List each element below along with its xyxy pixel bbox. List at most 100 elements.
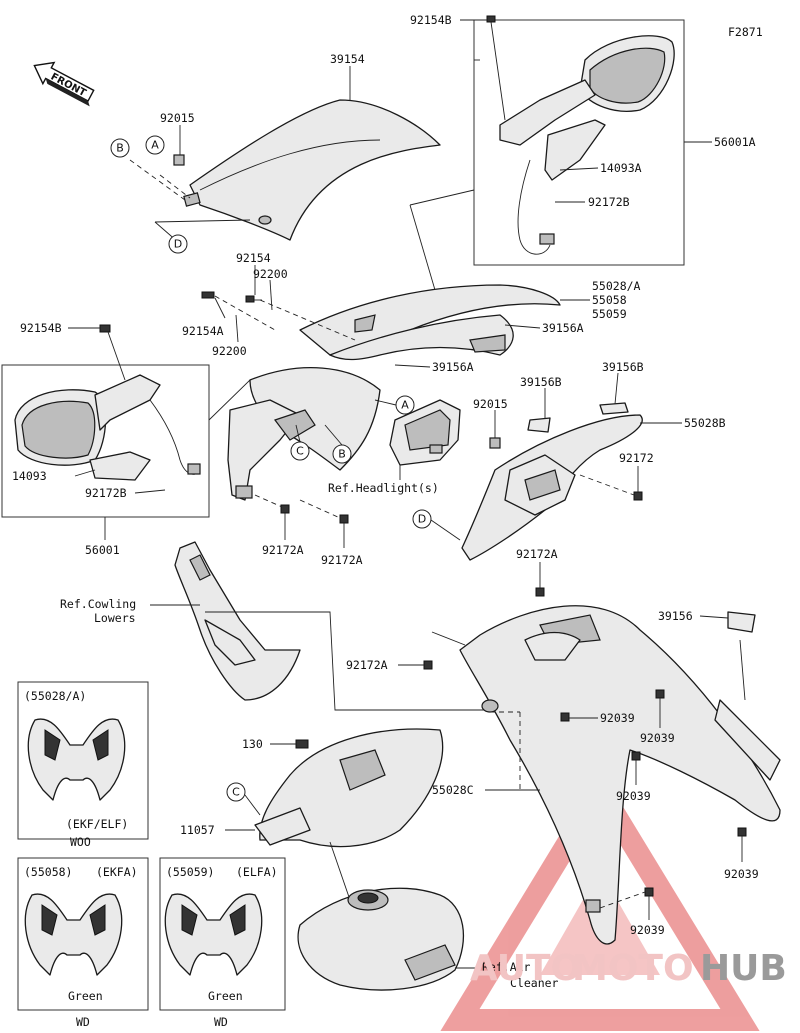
callout-39156: 39156 (658, 609, 693, 623)
tape-39156b-b (599, 402, 629, 415)
callout-56001: 56001 (85, 543, 120, 557)
variant-bl-color: Green (68, 989, 103, 1003)
callout-92039-e: 92039 (630, 923, 665, 937)
variant-bl-below: WD (76, 1015, 90, 1029)
variant-top-color: WOO (70, 835, 91, 849)
callout-55028c: 55028C (432, 783, 474, 797)
bolt-92172a-a (280, 504, 290, 514)
callout-56001a: 56001A (714, 135, 756, 149)
svg-text:B: B (338, 448, 346, 461)
watermark-part2: MOTO (572, 948, 694, 989)
callout-92039-d: 92039 (724, 867, 759, 881)
bolt-92154b-left (99, 324, 111, 333)
circle-d-2: D (412, 509, 432, 529)
callout-39156b-a: 39156B (520, 375, 562, 389)
front-arrow-icon: FRONT (33, 61, 95, 107)
svg-text:D: D (418, 513, 426, 526)
callout-92039-c: 92039 (616, 789, 651, 803)
cowling-lower-left (174, 541, 301, 701)
watermark-part3: HUB (700, 948, 787, 989)
bolt-92154a (201, 291, 215, 299)
callout-55028b: 55028B (684, 416, 726, 430)
bolt-130 (295, 739, 309, 749)
mirror-right-box (473, 19, 685, 266)
callout-92172a-a: 92172A (262, 543, 304, 557)
callout-39156b-b: 39156B (602, 360, 644, 374)
cowl-stay (227, 367, 381, 501)
svg-text:D: D (174, 238, 182, 251)
circle-b-1: B (110, 138, 130, 158)
variant-top-region: (EKF/ELF) (66, 817, 128, 831)
rivet-92039-b (655, 689, 665, 699)
headlight (389, 399, 461, 466)
circle-a-2: A (395, 395, 415, 415)
clip-92015-mid (489, 437, 501, 449)
bolt-92154b-top (486, 15, 496, 23)
callout-92172b-left: 92172B (85, 486, 127, 500)
callout-92015-mid: 92015 (473, 397, 508, 411)
windshield (183, 99, 441, 241)
variant-bl-region: (EKFA) (96, 865, 138, 879)
ref-headlight: Ref.Headlight(s) (328, 481, 439, 495)
variant-box-top (17, 681, 149, 840)
mirror-right (499, 35, 675, 255)
bolt-92172 (633, 491, 643, 501)
watermark-text: AUTO MOTO HUB (470, 948, 787, 989)
ref-air-1: Ref.Air (482, 960, 531, 974)
rivet-92039-d (737, 827, 747, 837)
rivet-92039-c (631, 751, 641, 761)
ref-cowling-2: Lowers (94, 611, 136, 625)
bracket-11057 (254, 728, 444, 848)
watermark-part1: AUTO (470, 948, 581, 989)
variant-box-bottom-right (159, 857, 286, 1011)
air-cleaner (297, 887, 465, 991)
variant-br-color: Green (208, 989, 243, 1003)
variant-br-region: (ELFA) (236, 865, 278, 879)
circle-d-1: D (168, 234, 188, 254)
variant-top-code: (55028/A) (24, 689, 86, 703)
clip-92015 (173, 154, 185, 166)
figure-code: F2871 (728, 25, 763, 39)
callout-11057: 11057 (180, 823, 215, 837)
variant-bl-illustration (24, 893, 123, 976)
callout-92154b-top: 92154B (410, 13, 452, 27)
callout-14093a: 14093A (600, 161, 642, 175)
ref-cowling-1: Ref.Cowling (60, 597, 136, 611)
svg-text:A: A (401, 399, 409, 412)
svg-text:B: B (116, 142, 124, 155)
callout-92039-a: 92039 (600, 711, 635, 725)
callout-92172b-top: 92172B (588, 195, 630, 209)
callout-92200-b: 92200 (212, 344, 247, 358)
svg-text:C: C (232, 786, 240, 799)
callout-92172a-c: 92172A (516, 547, 558, 561)
variant-bl-code: (55058) (24, 865, 72, 879)
variant-top-illustration (27, 718, 126, 801)
bolt-92172a-b (339, 514, 349, 524)
bolt-92172a-c (535, 587, 545, 597)
callout-92154: 92154 (236, 251, 271, 265)
callout-92172: 92172 (619, 451, 654, 465)
bolt-92172a-d (423, 660, 433, 670)
callout-92172a-b: 92172A (321, 553, 363, 567)
callout-55058: 55058 (592, 293, 627, 307)
svg-text:A: A (151, 139, 159, 152)
callout-55059: 55059 (592, 307, 627, 321)
callout-92200-a: 92200 (253, 267, 288, 281)
callout-39156a-b: 39156A (432, 360, 474, 374)
callout-130: 130 (242, 737, 263, 751)
tape-39156b-a (527, 417, 551, 433)
callout-39154: 39154 (330, 52, 365, 66)
circle-c-1: C (290, 441, 310, 461)
variant-br-illustration (164, 893, 263, 976)
inner-panel-right (461, 414, 643, 561)
bolt-92154 (245, 295, 262, 303)
svg-text:C: C (296, 445, 304, 458)
variant-br-code: (55059) (166, 865, 214, 879)
side-fairing (459, 605, 781, 945)
circle-c-2: C (226, 782, 246, 802)
circle-a-1: A (145, 135, 165, 155)
variant-br-below: WD (214, 1015, 228, 1029)
rivet-92039-a (560, 712, 570, 722)
callout-92015-top: 92015 (160, 111, 195, 125)
